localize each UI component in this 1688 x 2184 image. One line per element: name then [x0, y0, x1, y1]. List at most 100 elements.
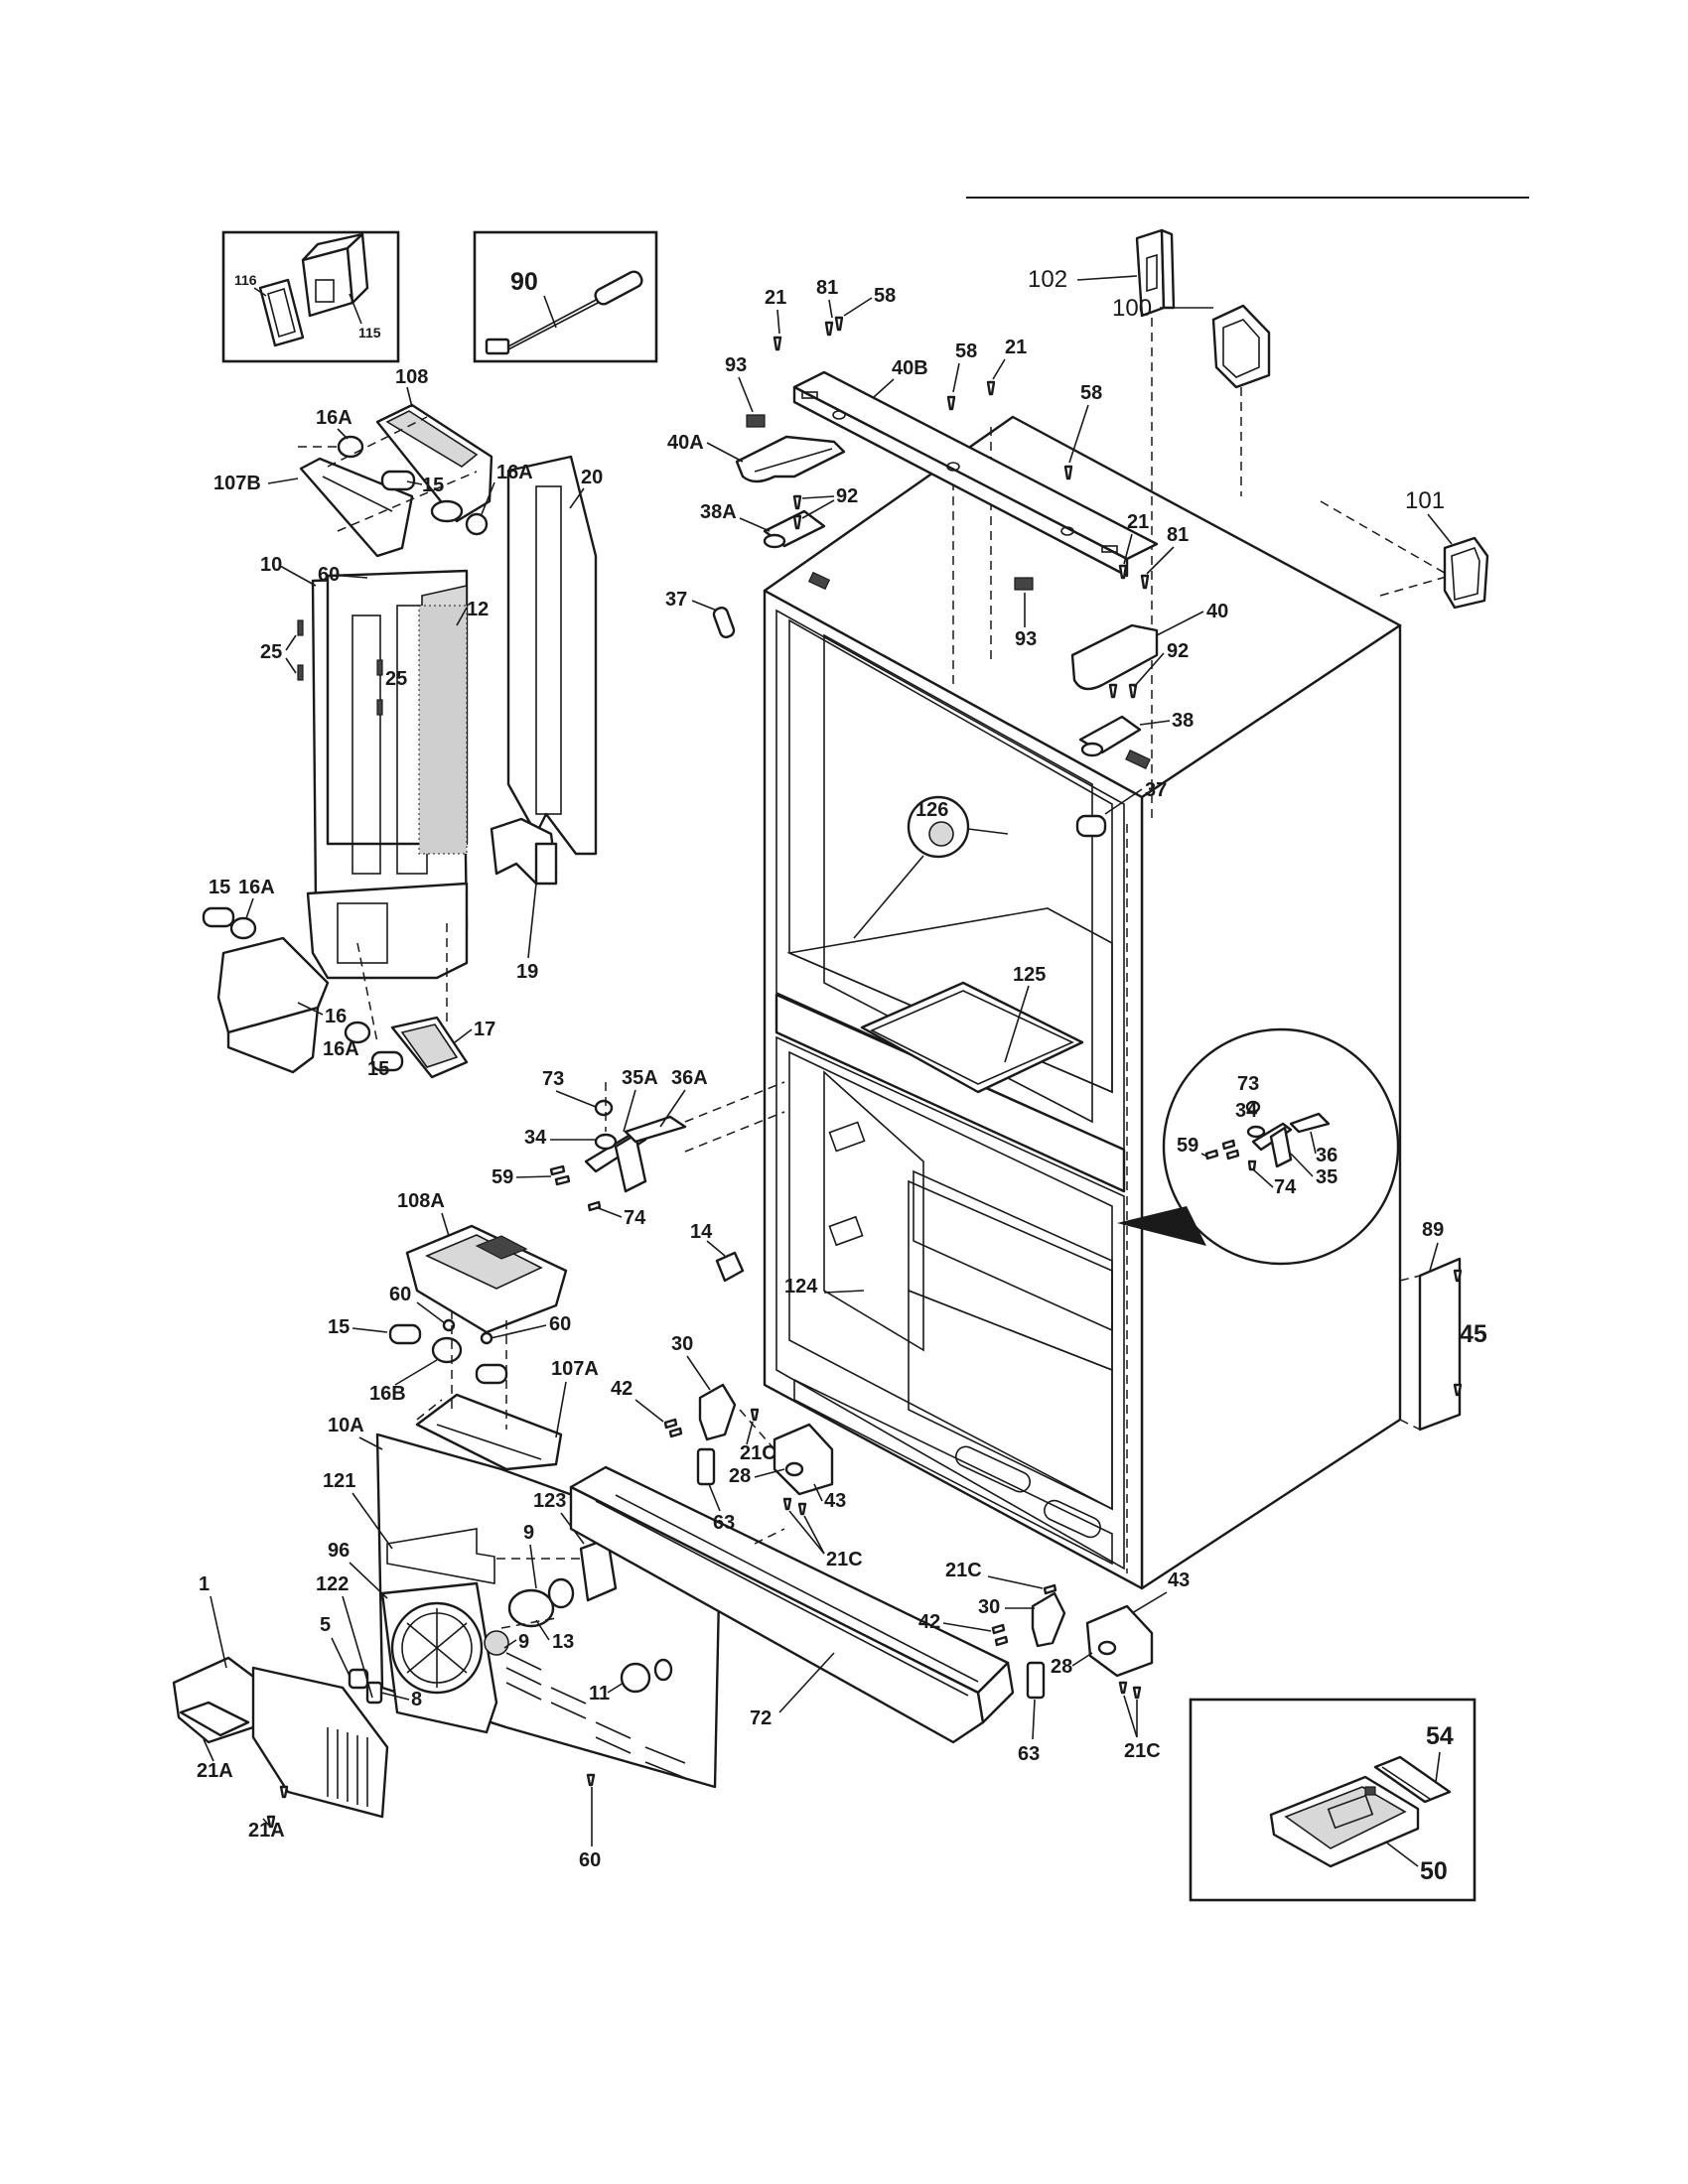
part-115-housing	[301, 232, 369, 318]
callout-58-2: 58	[955, 341, 977, 362]
callout-40b: 40B	[892, 357, 928, 379]
callout-36a: 36A	[671, 1067, 708, 1089]
callout-34-2: 34	[1235, 1100, 1258, 1122]
part-17-tray	[390, 1016, 469, 1079]
callout-16a-3: 16A	[238, 877, 275, 898]
callout-101: 101	[1405, 487, 1445, 514]
front-leveler-left: 30 42 21C 28 43 63 21C	[611, 1333, 863, 1570]
part-100-cover	[1211, 304, 1271, 389]
callout-21a-1: 21A	[197, 1760, 233, 1782]
part-37-plug-right	[1075, 814, 1107, 838]
callout-15-1: 15	[422, 475, 444, 496]
part-116-gasket	[258, 278, 305, 347]
part-63-leveler-left	[696, 1447, 716, 1486]
inset-box-90: 90	[473, 230, 658, 363]
callout-73-2: 73	[1237, 1073, 1259, 1095]
callout-34-1: 34	[524, 1127, 547, 1149]
callout-96: 96	[328, 1540, 350, 1562]
part-40a-hinge	[735, 435, 846, 483]
callout-74-2: 74	[1274, 1176, 1297, 1198]
callout-100: 100	[1112, 295, 1152, 322]
callout-90: 90	[510, 268, 538, 296]
callout-63-2: 63	[1018, 1743, 1040, 1765]
callout-38a: 38A	[700, 501, 737, 523]
callout-9-1: 9	[523, 1522, 534, 1544]
callout-16b: 16B	[369, 1383, 406, 1405]
part-12-foam-insulation	[418, 605, 468, 855]
callout-15-4: 15	[328, 1316, 350, 1338]
part-13-fan-motor	[484, 1577, 575, 1656]
callout-13: 13	[552, 1631, 574, 1653]
callout-35: 35	[1316, 1166, 1337, 1188]
callout-58-1: 58	[874, 285, 896, 307]
callout-73-1: 73	[542, 1068, 564, 1090]
callout-20: 20	[581, 467, 603, 488]
part-20-duct-back-panel	[506, 455, 598, 856]
callout-89: 89	[1422, 1219, 1444, 1241]
part-40b-top-rail	[792, 370, 1159, 578]
vent-slots	[505, 1652, 686, 1779]
callout-40: 40	[1206, 601, 1228, 622]
inset-126	[853, 795, 1009, 939]
callout-108a: 108A	[397, 1190, 445, 1212]
part-89-45-access-panel	[1399, 1257, 1463, 1432]
part-50-tray	[1269, 1775, 1420, 1868]
callout-60-4: 60	[579, 1849, 601, 1871]
callout-93-2: 93	[1015, 628, 1037, 650]
part-54-strip	[1373, 1755, 1452, 1804]
callout-37-2: 37	[1145, 779, 1167, 801]
part-38-hinge-plate	[1078, 715, 1151, 769]
cabinet-misc-parts: 14 124 89 45	[690, 1219, 1487, 1432]
freezer-light-assembly: 108A 60 60 15 16B 107A	[328, 1190, 599, 1471]
callout-21-1: 21	[765, 287, 786, 309]
part-14-clip	[715, 1251, 745, 1283]
part-30-bracket-right	[1031, 1591, 1066, 1648]
refrigerator-cabinet	[712, 258, 1451, 1590]
callout-37-1: 37	[665, 589, 687, 611]
lamp-sockets-bottom	[202, 906, 404, 1072]
callout-59-1: 59	[492, 1166, 513, 1188]
front-leveler-right: 21C 30 42 43 28 63 21C	[918, 1560, 1190, 1765]
part-72-toe-grille: 72	[569, 1465, 1015, 1744]
callout-60-2: 60	[389, 1284, 411, 1305]
callout-1: 1	[199, 1573, 210, 1595]
callout-9-2: 9	[518, 1631, 529, 1653]
callout-92-2: 92	[1167, 640, 1189, 662]
part-101-cover	[1443, 536, 1489, 610]
callout-10a: 10A	[328, 1415, 364, 1436]
callout-116: 116	[234, 272, 257, 288]
callout-92-1: 92	[836, 485, 858, 507]
callout-81-2: 81	[1167, 524, 1189, 546]
callout-42-2: 42	[918, 1611, 940, 1633]
callout-15-3: 15	[367, 1058, 389, 1080]
inset-circle-middle-hinge	[1117, 1027, 1400, 1266]
callout-21c-1: 21C	[740, 1442, 776, 1464]
callout-21a-2: 21A	[248, 1820, 285, 1842]
callout-93-1: 93	[725, 354, 747, 376]
cabinet-mullion	[774, 993, 1126, 1193]
callout-25-2: 25	[385, 668, 407, 690]
callout-43-2: 43	[1168, 1570, 1190, 1591]
callout-21c-4: 21C	[1124, 1740, 1161, 1762]
callout-74-1: 74	[624, 1207, 646, 1229]
callout-16a-4: 16A	[323, 1038, 359, 1060]
callout-121: 121	[323, 1470, 355, 1492]
callout-125: 125	[1013, 964, 1046, 986]
part-28-roller-left	[773, 1423, 834, 1496]
part-93-stop-2	[1014, 577, 1034, 591]
part-93-stop-1	[746, 414, 766, 428]
callout-21-3: 21	[1127, 511, 1149, 533]
callout-59-2: 59	[1177, 1135, 1198, 1157]
callout-38: 38	[1172, 710, 1194, 732]
inset-box-54-50: 54 50	[1189, 1698, 1477, 1902]
callout-10: 10	[260, 554, 282, 576]
callout-8: 8	[411, 1689, 422, 1710]
part-107b-light-cover	[299, 457, 414, 558]
callout-54: 54	[1426, 1722, 1454, 1750]
callout-45: 45	[1460, 1320, 1487, 1348]
part-37-plug-left	[712, 607, 736, 638]
part-122-condenser	[251, 1666, 389, 1819]
callout-11: 11	[589, 1683, 610, 1705]
middle-hinge-group: 73 35A 36A 34 59 74 73 34 59 36	[492, 1027, 1400, 1266]
callout-16a-2: 16A	[496, 462, 533, 483]
